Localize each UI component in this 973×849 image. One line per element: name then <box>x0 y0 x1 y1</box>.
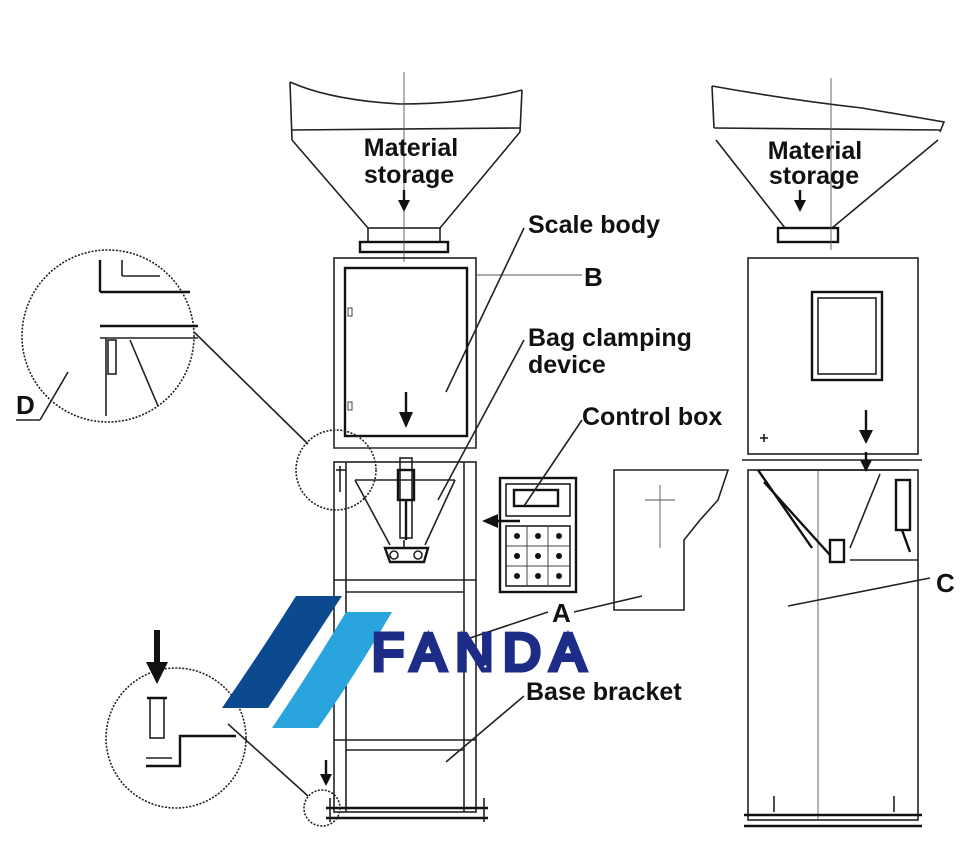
label-material-storage-right-2: storage <box>769 162 859 190</box>
label-letter-c: C <box>936 568 955 598</box>
bag-clamping-assembly <box>354 457 456 564</box>
side-clamping-mechanism <box>757 469 912 564</box>
side-view <box>711 78 946 828</box>
base-frame <box>326 461 488 822</box>
label-scale-body: Scale body <box>528 211 660 239</box>
label-letter-d: D <box>16 390 35 420</box>
label-letter-b: B <box>584 262 603 292</box>
labels: Material storage Material storage Scale … <box>16 134 955 706</box>
hopper-side <box>711 78 946 250</box>
logo-stripe-dark <box>222 596 342 708</box>
side-cabinet <box>742 257 922 461</box>
label-material-storage-left-1: Material <box>364 134 458 162</box>
control-box-profile <box>613 469 730 611</box>
label-letter-a: A <box>552 598 571 628</box>
fanda-logo: FANDA <box>222 596 595 728</box>
label-bag-clamping-2: device <box>528 351 606 379</box>
label-bag-clamping-1: Bag clamping <box>528 324 692 352</box>
control-box <box>498 476 578 594</box>
hopper-front <box>289 72 523 262</box>
label-material-storage-right-1: Material <box>768 137 862 165</box>
label-control-box: Control box <box>582 403 722 431</box>
logo-stripe-light <box>272 612 392 728</box>
leader-lines <box>437 227 931 763</box>
detail-circle-d <box>16 249 377 511</box>
label-material-storage-left-2: storage <box>364 161 454 189</box>
logo-text: FANDA <box>372 624 595 682</box>
front-view <box>289 72 730 822</box>
label-base-bracket: Base bracket <box>526 678 682 706</box>
arrows <box>146 190 873 786</box>
detail-circle-base <box>105 667 341 827</box>
scale-body-cabinet <box>333 257 582 449</box>
